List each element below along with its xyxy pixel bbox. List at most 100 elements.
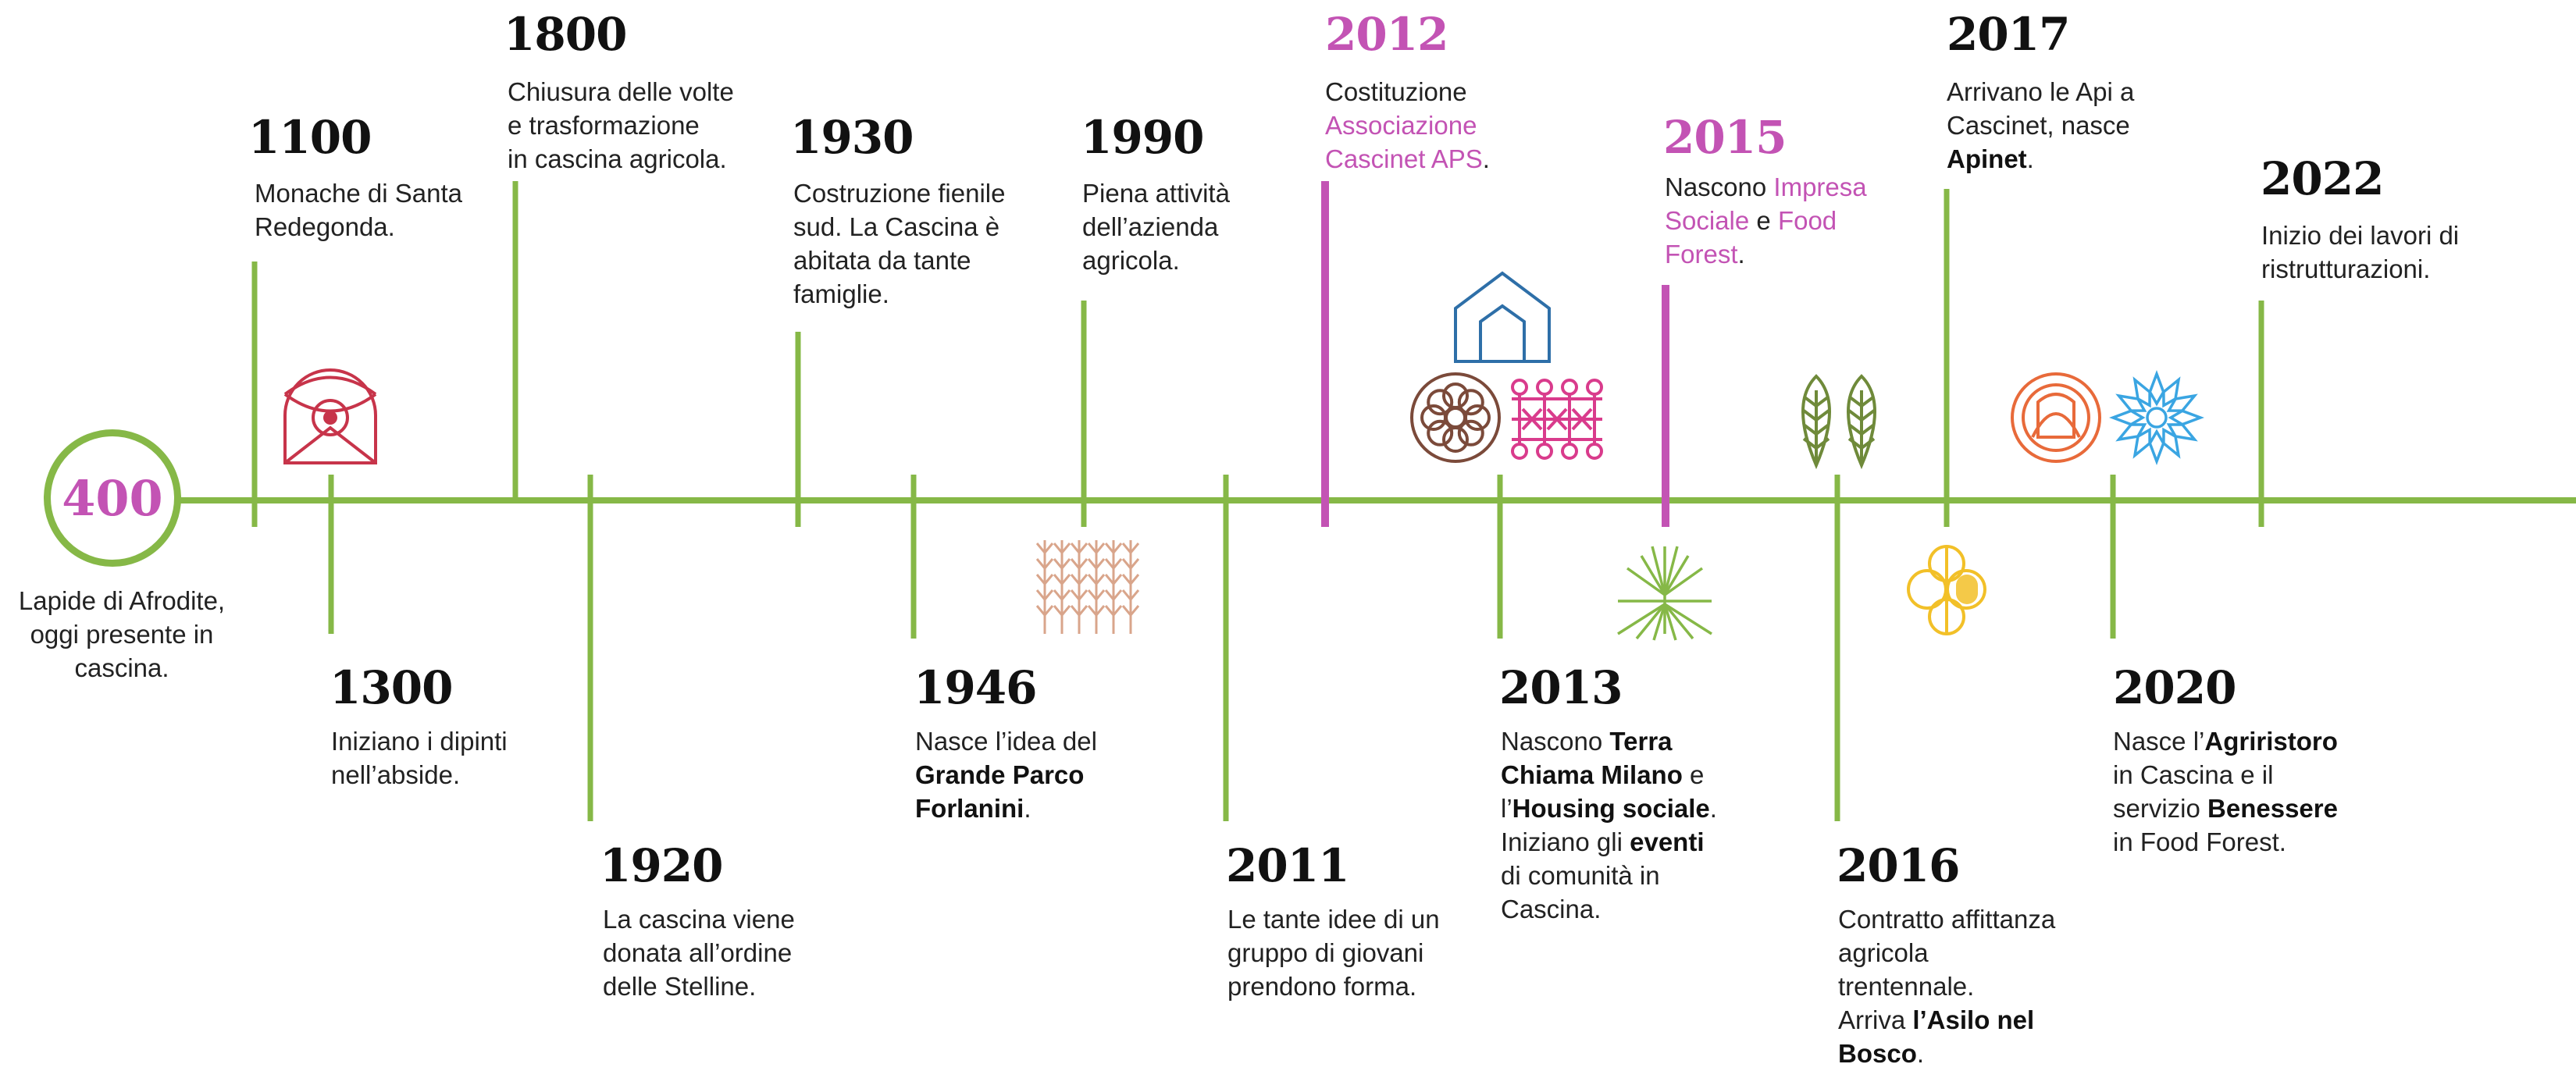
text-span: dell’azienda [1082, 212, 1219, 241]
description-1946-line: Nasce l’idea del [915, 724, 1097, 758]
description-1930-line: abitata da tante [793, 244, 1005, 277]
description-2013-line: di comunità in [1501, 859, 1717, 892]
year-1920: 1920 [600, 839, 723, 892]
description-2011-line: Le tante idee di un [1227, 902, 1440, 936]
description-2016-line: Bosco. [1838, 1037, 2055, 1070]
bold-text: eventi [1630, 827, 1705, 856]
year-1946: 1946 [914, 661, 1037, 714]
bold-text: Grande Parco [915, 760, 1085, 789]
description-2012-line: Associazione [1325, 109, 1490, 142]
text-span: agricola. [1082, 246, 1180, 275]
year-2011: 2011 [1226, 839, 1349, 892]
text-span: famiglie. [793, 279, 889, 308]
description-1920-line: La cascina viene [603, 902, 795, 936]
description-2017-line: Apinet. [1947, 142, 2134, 176]
tree-roots-icon [1617, 546, 1712, 641]
text-span: Costituzione [1325, 77, 1467, 106]
text-span: e [1682, 760, 1705, 789]
description-2020-line: servizio Benessere [2113, 792, 2338, 825]
text-span: servizio [2113, 794, 2208, 823]
description-2015-line: Nascono Impresa [1665, 170, 1867, 204]
text-span: e [1749, 206, 1778, 235]
text-span: delle Stelline. [603, 972, 757, 1001]
year-2013: 2013 [1499, 661, 1623, 714]
description-1946-line: Forlanini. [915, 792, 1097, 825]
text-span: abitata da tante [793, 246, 971, 275]
bold-text: Terra [1609, 727, 1673, 756]
text-span: Cascina. [1501, 895, 1602, 923]
origin-circle: 400 [44, 429, 181, 567]
year-1100: 1100 [248, 111, 372, 164]
description-1100-line: Monache di Santa [255, 176, 462, 210]
text-span: prendono forma. [1227, 972, 1417, 1001]
text-span: Cascinet, nasce [1947, 111, 2130, 140]
text-span: in Food Forest. [2113, 827, 2286, 856]
description-2011-line: prendono forma. [1227, 970, 1440, 1003]
text-span: agricola [1838, 938, 1929, 967]
text-span: Nascono [1665, 173, 1774, 201]
text-span: Arriva [1838, 1005, 1913, 1034]
text-span: Monache di Santa [255, 179, 463, 208]
agriristoro-flower-icon [2011, 370, 2204, 465]
description-1990-line: agricola. [1082, 244, 1230, 277]
description-2013-line: Iniziano gli eventi [1501, 825, 1717, 859]
year-2022: 2022 [2261, 152, 2384, 205]
highlight-text: Associazione [1325, 111, 1477, 140]
year-2017: 2017 [1947, 8, 2070, 61]
origin-description-line: Lapide di Afrodite, [0, 584, 244, 617]
description-1930-line: Costruzione fienile [793, 176, 1005, 210]
wheat-icon [1035, 540, 1140, 634]
description-2012-line: Costituzione [1325, 75, 1490, 109]
text-span: Lapide di Afrodite, [18, 586, 226, 615]
description-2016-line: trentennale. [1838, 970, 2055, 1003]
text-span: . [1916, 1039, 1925, 1068]
text-span: in cascina agricola. [508, 144, 727, 173]
origin-year: 400 [62, 469, 163, 527]
description-1990-line: dell’azienda [1082, 210, 1230, 244]
highlight-text: Food [1777, 206, 1837, 235]
description-2013-line: l’Housing sociale. [1501, 792, 1717, 825]
text-span: . [1024, 794, 1031, 823]
bold-text: Agriristoro [2204, 727, 2338, 756]
year-1300: 1300 [330, 661, 453, 714]
text-span: in Cascina e il [2113, 760, 2274, 789]
description-1100-line: Redegonda. [255, 210, 462, 244]
house-flower-people-icon [1410, 271, 1603, 463]
text-span: Costruzione fienile [793, 179, 1006, 208]
highlight-text: Cascinet APS [1325, 144, 1483, 173]
year-1990: 1990 [1081, 111, 1204, 164]
trees-icon [1801, 374, 1876, 470]
text-span: Contratto affittanza [1838, 905, 2056, 934]
description-1930-line: sud. La Cascina è [793, 210, 1005, 244]
text-span: e trasformazione [508, 111, 700, 140]
highlight-text: Impresa [1773, 173, 1867, 201]
description-2017-line: Cascinet, nasce [1947, 109, 2134, 142]
description-2016: Contratto affittanza agricola trentennale.… [1838, 902, 2055, 1070]
text-span: . [1709, 794, 1717, 823]
description-2012-line: Cascinet APS. [1325, 142, 1490, 176]
text-span: Piena attività [1082, 179, 1230, 208]
description-2020-line: in Cascina e il [2113, 758, 2338, 792]
year-1930: 1930 [790, 111, 914, 164]
text-span: ristrutturazioni. [2261, 254, 2431, 283]
origin-description-line: cascina. [0, 651, 244, 685]
bold-text: Apinet [1947, 144, 2027, 173]
description-2016-line: agricola [1838, 936, 2055, 970]
description-2020-line: Nasce l’Agriristoro [2113, 724, 2338, 758]
text-span: l’ [1501, 794, 1512, 823]
description-1930-line: famiglie. [793, 277, 1005, 311]
text-span: cascina. [74, 653, 169, 682]
bold-text: Forlanini [915, 794, 1024, 823]
